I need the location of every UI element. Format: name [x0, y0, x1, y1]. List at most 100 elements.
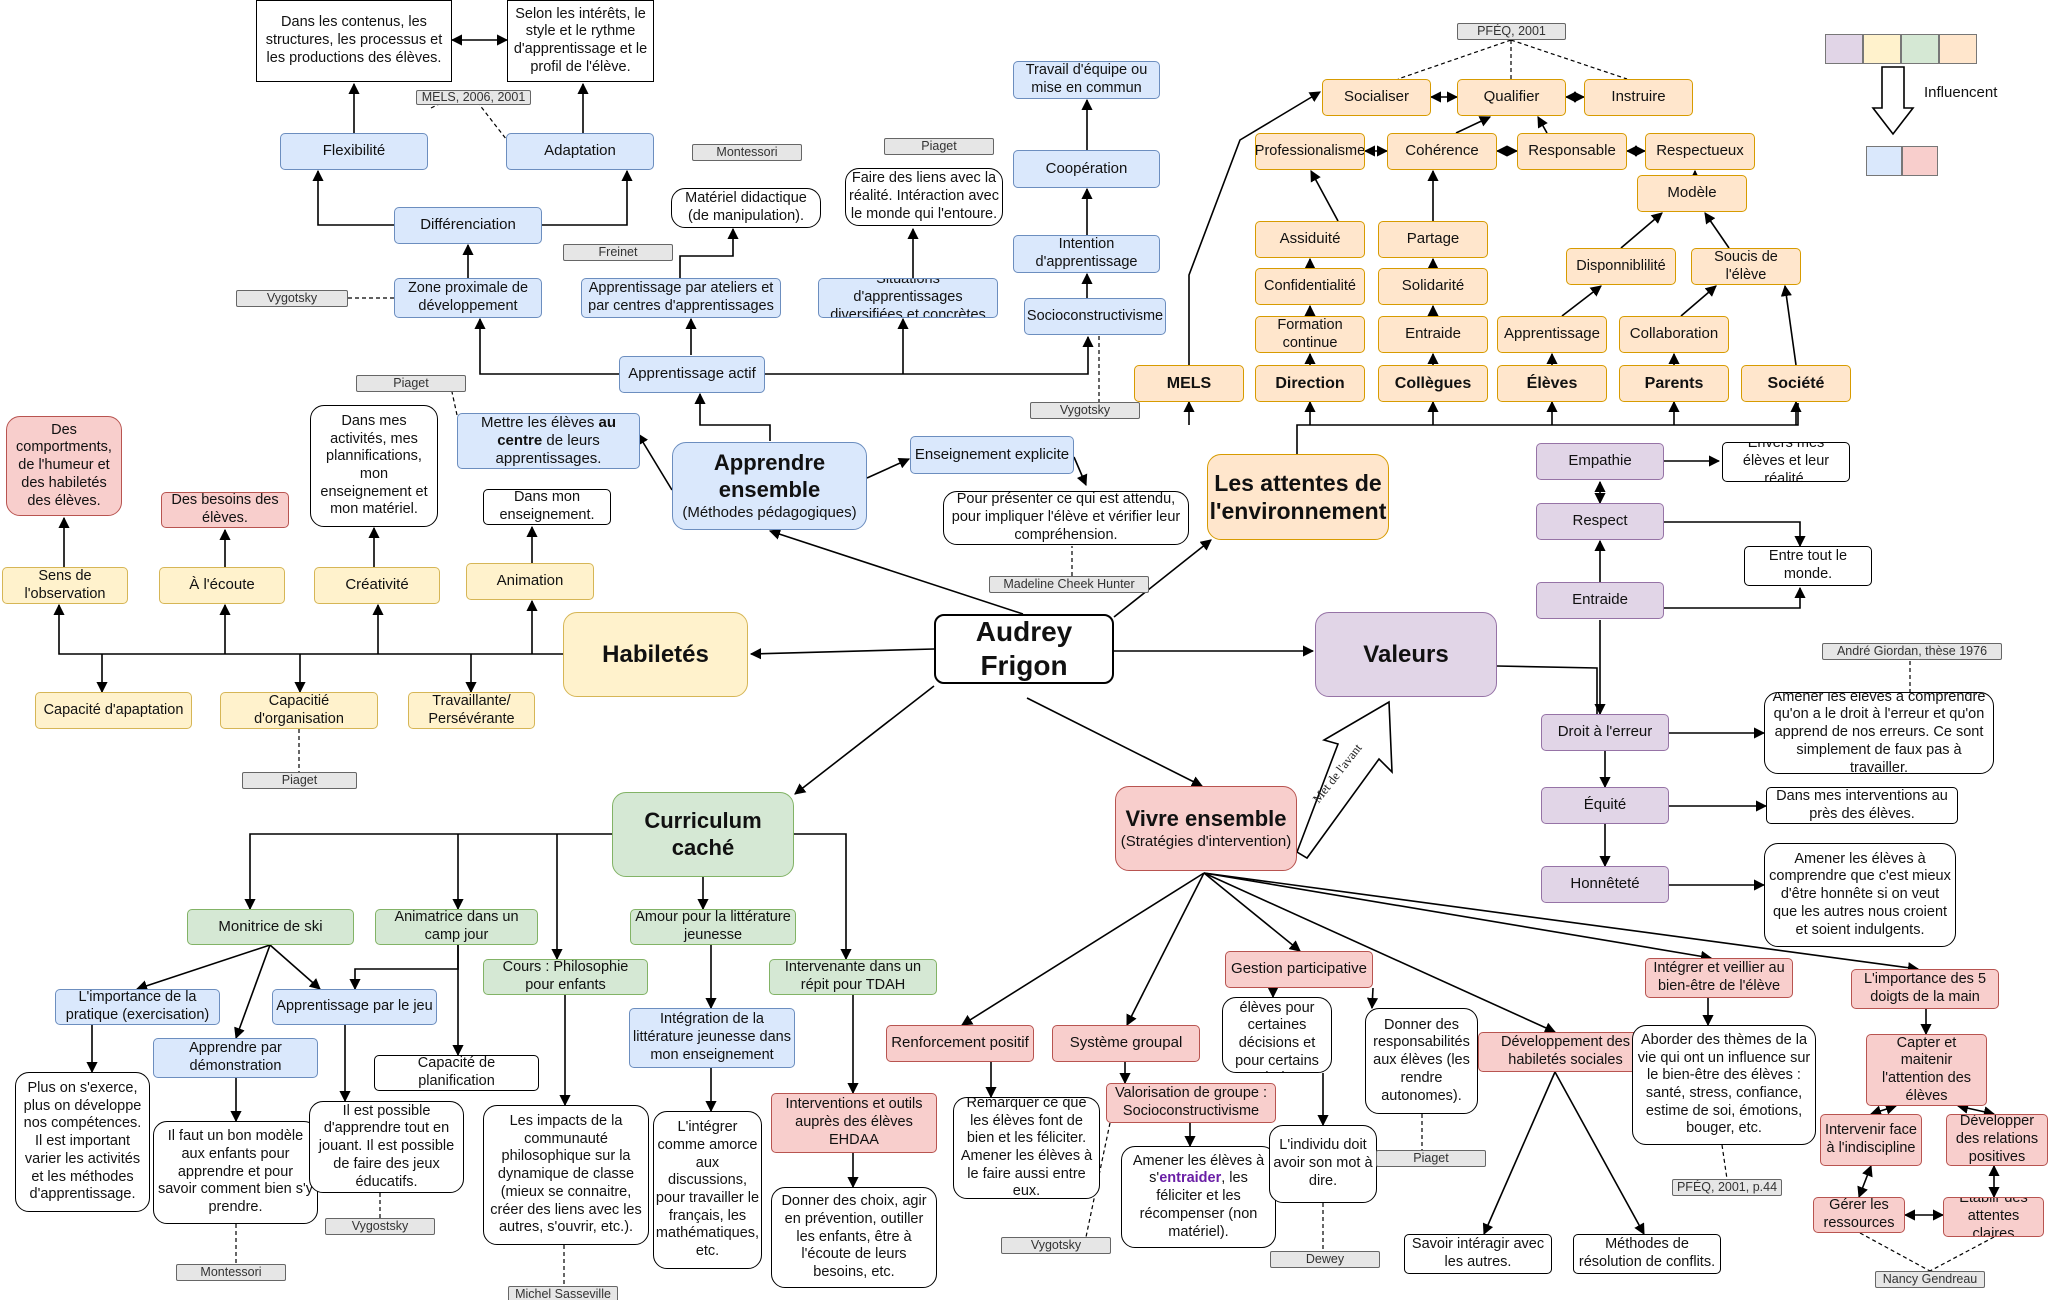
legend-influence-arrow: [1871, 66, 1915, 136]
node-centre: Mettre les élèves au centre de leurs app…: [457, 413, 640, 469]
node-devsoc: Développement des habiletés sociales: [1478, 1032, 1653, 1072]
connector-126: [1869, 1103, 1898, 1117]
node-cur-label: Curriculum caché: [644, 807, 762, 860]
node-integrer-txt: L'intégrer comme amorce aux discussions,…: [653, 1111, 762, 1269]
node-r-vyg2: Vygotsky: [1030, 402, 1140, 419]
node-donner-resp-label: Donner des responsabilités aux élèves (l…: [1373, 1016, 1470, 1104]
node-mat: Matériel didactique (de manipulation).: [671, 188, 821, 228]
node-interv-label: Intervenante dans un répit pour TDAH: [784, 959, 922, 993]
node-r-nancy: Nancy Gendreau: [1875, 1271, 1985, 1288]
node-formation: Formation continue: [1255, 316, 1365, 353]
node-remarquer: Remarquer ce que les élèves font de bien…: [953, 1097, 1100, 1199]
node-r-dewey-label: Dewey: [1305, 1251, 1345, 1266]
node-intention: Intention d'apprentissage: [1013, 235, 1160, 273]
node-amener3-label: Amener les élèves à s'entraider, les fél…: [1132, 1152, 1265, 1240]
node-valor-label: Valorisation de groupe : Socioconstructi…: [1114, 1085, 1268, 1119]
node-flex: Flexibilité: [280, 133, 428, 170]
node-cur: Curriculum caché: [612, 792, 794, 877]
node-entre: Entre tout le monde.: [1744, 546, 1872, 586]
node-r-vyg4-label: Vygotsky: [1030, 1237, 1082, 1252]
node-interv: Intervenante dans un répit pour TDAH: [769, 959, 937, 995]
node-individu: L'individu doit avoir son mot à dire.: [1269, 1125, 1377, 1203]
node-dansmes-int: Dans mes interventions au près des élève…: [1766, 787, 1958, 824]
node-coh-label: Cohérence: [1405, 142, 1479, 160]
node-r-mels06: MELS, 2006, 2001: [416, 90, 531, 105]
node-equite-label: Équité: [1583, 796, 1627, 814]
node-capplan: Capacité de planification: [374, 1055, 539, 1091]
node-plus-label: Plus on s'exerce, plus on développe nos …: [23, 1080, 142, 1203]
connector-7: [637, 433, 673, 491]
node-gerer: Gérer les ressources: [1813, 1197, 1905, 1233]
node-prof-label: Professionalisme: [1255, 142, 1365, 159]
node-amener2-label: Amener les élèves à comprendre que c'est…: [1769, 850, 1951, 938]
connector-97: [349, 945, 459, 991]
node-faut: Il faut un bon modèle aux enfants pour a…: [153, 1121, 318, 1224]
connector-5: [1026, 697, 1204, 787]
node-eleves-label: Élèves: [1526, 374, 1578, 392]
node-ensexp: Enseignement explicite: [910, 436, 1074, 474]
node-resp: Responsable: [1517, 133, 1627, 170]
node-integrer-el: Intégrer les élèves pour certaines décis…: [1222, 997, 1332, 1073]
node-amener1-label: Amener les élèves à comprendre qu'on a l…: [1772, 692, 1986, 774]
node-hab: Habiletés: [563, 612, 748, 697]
node-modele: Modèle: [1637, 175, 1747, 212]
node-empathie: Empathie: [1536, 443, 1664, 480]
connector-111: [1126, 872, 1205, 1026]
node-camp-label: Animatrice dans un camp jour: [394, 909, 519, 943]
node-flex-label: Flexibilité: [322, 142, 386, 160]
node-att: Les attentes de l'environnement: [1207, 454, 1389, 540]
node-travail-label: Travail d'équipe ou mise en commun: [1025, 62, 1148, 96]
node-entraide-o-label: Entraide: [1405, 325, 1461, 343]
connector-12: [765, 335, 1094, 375]
node-jeu: Apprentissage par le jeu: [272, 989, 437, 1025]
node-empathie-label: Empathie: [1568, 452, 1632, 470]
connector-15: [312, 169, 394, 226]
node-camp: Animatrice dans un camp jour: [375, 909, 538, 945]
node-viv-subtitle: (Stratégies d'intervention): [1120, 832, 1292, 850]
node-impacts-label: Les impacts de la communauté philosophiq…: [490, 1113, 642, 1236]
node-hab-label: Habiletés: [602, 640, 709, 668]
node-coop: Coopération: [1013, 150, 1160, 188]
node-etablir-label: Établir des attentes claires: [1959, 1197, 2028, 1237]
node-integrer-label: Intégrer et veillier au bien-être de l'é…: [1653, 960, 1785, 994]
node-r-madeline-label: Madeline Cheek Hunter: [1003, 576, 1135, 591]
node-amener3: Amener les élèves à s'entraider, les fél…: [1121, 1146, 1276, 1248]
connector-94: [135, 944, 271, 992]
node-individu-label: L'individu doit avoir son mot à dire.: [1273, 1137, 1373, 1189]
connector-110: [961, 872, 1205, 1026]
node-faut-label: Il faut un bon modèle aux enfants pour a…: [157, 1128, 314, 1216]
node-r-piaget3-label: Piaget: [281, 772, 318, 787]
node-y-dansmon-label: Dans mon enseignement.: [499, 489, 595, 523]
node-valor: Valorisation de groupe : Socioconstructi…: [1106, 1083, 1276, 1123]
node-socio: Socioconstructivisme: [1024, 298, 1166, 335]
node-cours-label: Cours : Philosophie pour enfants: [502, 959, 629, 993]
node-direction-label: Direction: [1275, 374, 1345, 392]
node-socio-label: Socioconstructivisme: [1026, 307, 1164, 324]
legend-swatch-green: [1901, 34, 1939, 64]
node-interv-outils: Interventions et outils auprès des élève…: [771, 1093, 937, 1153]
node-instruire: Instruire: [1584, 79, 1693, 116]
node-ensexp-label: Enseignement explicite: [914, 445, 1070, 463]
node-integ-lit: Intégration de la littérature jeunesse d…: [629, 1008, 795, 1068]
node-plus: Plus on s'exerce, plus on développe nos …: [15, 1072, 150, 1212]
connector-62: [1680, 285, 1717, 317]
node-l-dans: Dans les contenus, les structures, les p…: [256, 0, 452, 82]
node-amour-label: Amour pour la littérature jeunesse: [635, 909, 791, 943]
node-respec: Respectueux: [1645, 133, 1755, 170]
node-importance: L'importance de la pratique (exercisatio…: [55, 989, 220, 1025]
node-parents: Parents: [1619, 365, 1729, 402]
connector-73: [1397, 39, 1512, 80]
node-situations-label: Situations d'apprentissages diversifiées…: [830, 278, 986, 318]
node-respec-label: Respectueux: [1656, 142, 1744, 160]
connector-4: [794, 685, 935, 795]
node-aborder-label: Aborder des thèmes de la vie qui ont un …: [1637, 1031, 1811, 1137]
node-solid-label: Solidarité: [1401, 277, 1465, 295]
node-r-vyg4: Vygotsky: [1001, 1237, 1111, 1254]
connector-115: [1203, 872, 1920, 974]
connector-3: [1113, 539, 1212, 618]
node-r-sasseville-label: Michel Sasseville: [515, 1286, 611, 1300]
node-eleves: Élèves: [1497, 365, 1607, 402]
node-r-pfeq: PFÉQ, 2001: [1457, 23, 1566, 40]
node-situations: Situations d'apprentissages diversifiées…: [818, 278, 998, 318]
